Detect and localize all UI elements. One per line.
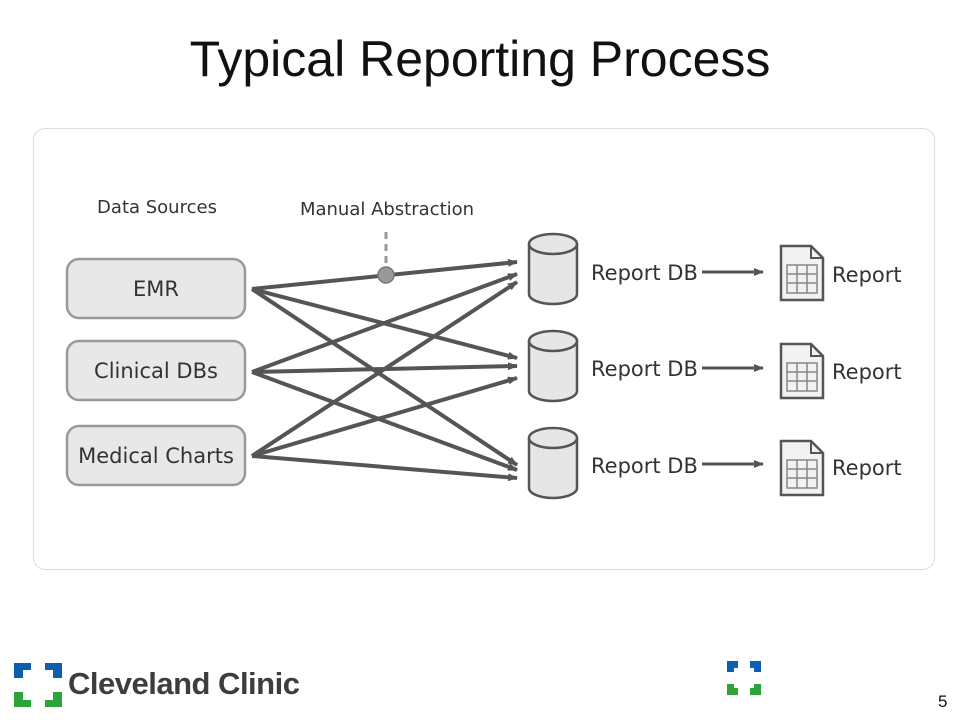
db-to-report-arrows <box>702 268 764 468</box>
report-db-label: Report DB <box>591 454 698 478</box>
manual-abstraction-heading: Manual Abstraction <box>300 199 474 220</box>
report-db-label: Report DB <box>591 357 698 381</box>
source-to-db-arrows <box>250 258 519 482</box>
cleveland-clinic-wordmark: Cleveland Clinic <box>68 666 300 701</box>
report-db-label: Report DB <box>591 261 698 285</box>
report-label: Report <box>832 263 902 287</box>
page-number: 5 <box>938 692 948 711</box>
report-document-icon <box>779 439 825 497</box>
report-label: Report <box>832 456 902 480</box>
database-icon <box>527 426 579 500</box>
arrow-charts-db2 <box>251 376 518 458</box>
arrow-clinical-db3 <box>251 370 518 472</box>
arrow-charts-db3 <box>251 454 518 482</box>
manual-abstraction-node <box>377 266 395 284</box>
database-icon <box>527 329 579 403</box>
source-box-emr: EMR <box>65 257 247 320</box>
report-label: Report <box>832 360 902 384</box>
data-sources-heading: Data Sources <box>97 197 217 218</box>
source-label-medical-charts: Medical Charts <box>78 444 234 468</box>
report-document-icon <box>779 244 825 302</box>
slide-title: Typical Reporting Process <box>189 31 771 87</box>
source-label-emr: EMR <box>133 277 179 301</box>
source-box-clinical-dbs: Clinical DBs <box>65 339 247 402</box>
arrow-charts-db1 <box>250 280 519 458</box>
source-box-medical-charts: Medical Charts <box>65 424 247 487</box>
database-icon <box>527 232 579 306</box>
report-document-icon <box>779 342 825 400</box>
cleveland-clinic-small-logo-icon <box>727 661 761 695</box>
source-label-clinical-dbs: Clinical DBs <box>94 359 218 383</box>
arrow-emr-db3 <box>250 287 519 467</box>
arrow-clinical-db1 <box>251 272 518 374</box>
cleveland-clinic-logo-icon <box>14 663 62 707</box>
